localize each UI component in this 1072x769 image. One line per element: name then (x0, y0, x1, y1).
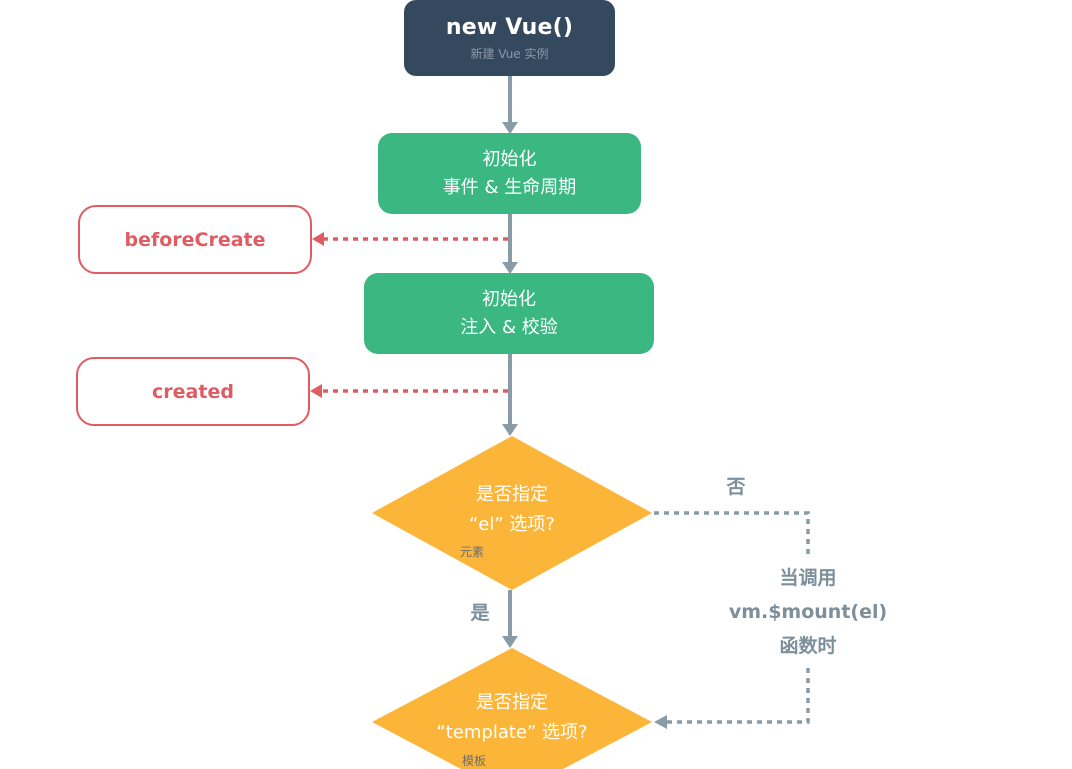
decision-template-shape (372, 648, 652, 769)
edge-mount-to-template (666, 668, 810, 724)
node-line1: 初始化 (482, 148, 537, 170)
mount-line1: 当调用 (779, 567, 837, 589)
arrowhead-icon (502, 262, 518, 274)
hook-created: created (76, 357, 310, 426)
arrowhead-icon (310, 384, 322, 398)
hook-before-create: beforeCreate (78, 205, 312, 274)
hook-label: created (152, 380, 234, 403)
node-line2: 事件 & 生命周期 (442, 176, 577, 198)
decision-line2: “el” 选项? (468, 514, 555, 535)
decision-el-text: 是否指定 “el” 选项? (412, 480, 612, 540)
hook-label: beforeCreate (124, 228, 266, 251)
node-init-injections: 初始化 注入 & 校验 (364, 273, 654, 354)
arrowhead-icon (654, 715, 667, 729)
node-title: new Vue() (445, 14, 574, 40)
arrowhead-icon (502, 122, 518, 134)
node-subtitle: 新建 Vue 实例 (470, 46, 549, 61)
mount-line3: 函数时 (779, 635, 837, 657)
edge-label-yes: 是 (470, 602, 490, 624)
decision-el-shape (372, 436, 652, 590)
arrowhead-icon (502, 636, 518, 648)
edge-label-no: 否 (726, 476, 746, 498)
edge-label-mount: 当调用 vm.$mount(el) 函数时 (702, 561, 914, 663)
node-new-vue: new Vue() 新建 Vue 实例 (404, 0, 615, 76)
decision-template-text: 是否指定 “template” 选项? (392, 688, 632, 748)
decision-template-note: 模板 (462, 754, 487, 768)
edge-decision-el-no (654, 511, 810, 556)
node-init-events-lifecycle: 初始化 事件 & 生命周期 (378, 133, 641, 214)
decision-el-note: 元素 (460, 545, 485, 559)
decision-line1: 是否指定 (476, 692, 548, 713)
arrowhead-icon (502, 424, 518, 436)
node-line1: 初始化 (482, 288, 536, 310)
node-line2: 注入 & 校验 (460, 316, 558, 338)
decision-line2: “template” 选项? (436, 722, 588, 743)
decision-line1: 是否指定 (476, 484, 548, 505)
arrowhead-icon (312, 232, 324, 246)
mount-line2: vm.$mount(el) (728, 601, 888, 623)
